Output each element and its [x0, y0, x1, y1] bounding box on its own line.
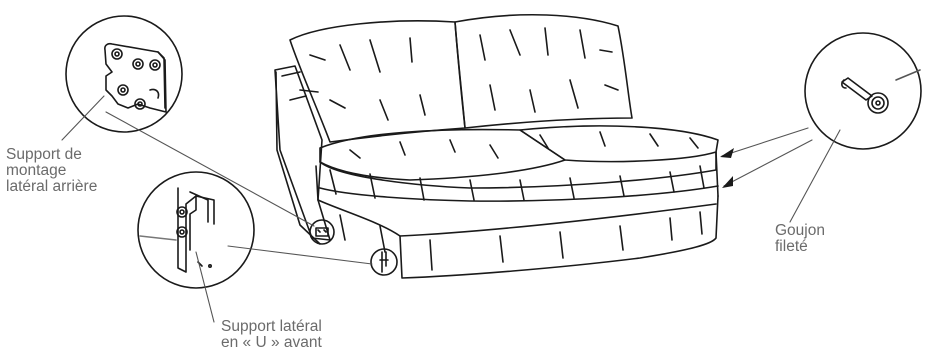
seat-front-lower	[320, 186, 718, 201]
front-u-bracket-icon	[138, 172, 254, 288]
back-cushion-right	[455, 15, 632, 128]
front-u-bracket-label: Support latéral en « U » avant	[221, 319, 322, 351]
rear-mounting-bracket-icon	[66, 16, 182, 132]
leader-dowel-label	[790, 130, 840, 222]
front-bracket-locator	[371, 249, 397, 275]
rear-label-line-3: latéral arrière	[6, 179, 97, 195]
leader-front-to-sofa	[228, 246, 372, 264]
seat-cushion-right	[520, 126, 718, 162]
leader-front-label	[196, 252, 214, 322]
arrowhead-lower	[722, 176, 733, 188]
leader-rear-label	[62, 96, 104, 140]
rear-bracket-locator	[310, 220, 334, 244]
seat-front-upper	[320, 152, 716, 188]
threaded-dowel-icon	[805, 33, 921, 149]
leader-dowel-arrow-lower	[724, 140, 812, 186]
rear-label-line-2: montage	[6, 163, 97, 179]
rear-mounting-bracket-label: Support de montage latéral arrière	[6, 147, 97, 195]
front-label-line-1: Support latéral	[221, 319, 322, 335]
dowel-label-line-2: fileté	[775, 239, 825, 255]
dowel-label-line-1: Goujon	[775, 223, 825, 239]
leader-dowel-arrow-upper	[722, 128, 808, 156]
sofa-illustration	[275, 15, 718, 278]
sofa-base	[318, 196, 718, 278]
front-label-line-2: en « U » avant	[221, 335, 322, 351]
threaded-dowel-label: Goujon fileté	[775, 223, 825, 255]
sofa-side-panel	[275, 66, 330, 240]
rear-label-line-1: Support de	[6, 147, 97, 163]
arrowhead-upper	[720, 148, 734, 158]
